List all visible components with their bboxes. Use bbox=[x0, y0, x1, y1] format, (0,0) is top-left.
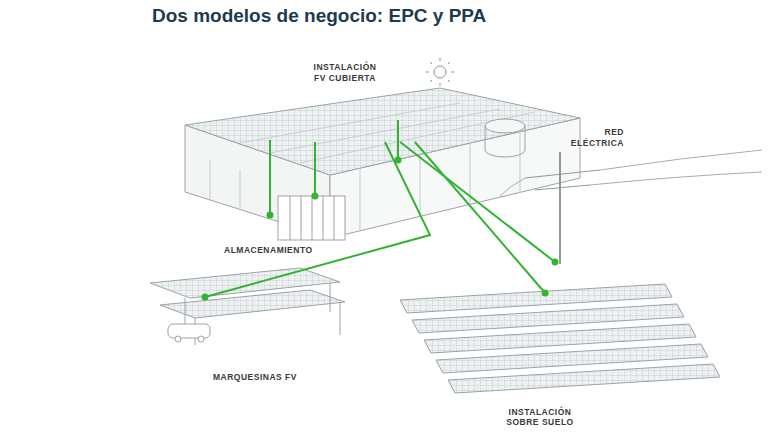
diagram-node: MARQUESINAS FV bbox=[150, 297, 360, 385]
tank-bottom bbox=[485, 150, 525, 157]
car-wheel bbox=[198, 336, 204, 342]
tank-side bbox=[485, 126, 525, 150]
label-text: MARQUESINAS FV bbox=[213, 372, 297, 383]
storage-unit-lines bbox=[290, 196, 334, 240]
internal-wires bbox=[270, 120, 398, 215]
diagram-node: INSTALACIÓN FV CUBIERTA bbox=[160, 60, 530, 142]
green-connector bbox=[415, 142, 549, 297]
sun-icon bbox=[426, 58, 454, 86]
connection-dot bbox=[542, 290, 549, 297]
node-label: MARQUESINAS FV bbox=[213, 372, 297, 383]
sun-rays bbox=[426, 58, 454, 86]
car-wheel bbox=[175, 336, 181, 342]
building bbox=[185, 88, 580, 240]
storage-units bbox=[278, 196, 345, 240]
connection-dot bbox=[267, 212, 274, 219]
power-pole bbox=[500, 150, 762, 264]
node-label: INSTALACIÓN SOBRE SUELO bbox=[502, 407, 578, 428]
green-connector bbox=[202, 142, 430, 301]
pv-row bbox=[448, 364, 720, 393]
label-text: INSTALACIÓN SOBRE SUELO bbox=[502, 407, 578, 428]
power-lines bbox=[500, 150, 762, 196]
green-connector bbox=[311, 142, 318, 200]
roof-panel-rows bbox=[240, 103, 535, 163]
label-text: RED ELÉCTRICA bbox=[562, 127, 624, 148]
wall-details bbox=[210, 131, 520, 230]
wire bbox=[397, 120, 399, 160]
tank-top bbox=[485, 119, 525, 133]
label-text: ALMACENAMIENTO bbox=[224, 245, 313, 256]
diagram-title: Dos modelos de negocio: EPC y PPA bbox=[152, 5, 486, 27]
green-connector bbox=[400, 142, 558, 266]
connector-line bbox=[205, 142, 430, 297]
carports bbox=[150, 268, 345, 345]
diagram-node: INSTALACIÓN SOBRE SUELO bbox=[390, 293, 690, 430]
connector-line bbox=[314, 142, 316, 196]
roof-pv-panels bbox=[185, 88, 580, 175]
connector-line bbox=[400, 142, 555, 262]
node-label: INSTALACIÓN FV CUBIERTA bbox=[307, 62, 383, 83]
node-label: RED ELÉCTRICA bbox=[562, 127, 624, 148]
diagram-node: RED ELÉCTRICA bbox=[555, 125, 627, 265]
sun-disc bbox=[434, 66, 446, 78]
connection-dot bbox=[202, 294, 209, 301]
node-label: ALMACENAMIENTO bbox=[224, 245, 313, 256]
connection-dot bbox=[311, 193, 318, 200]
diagram-node: ALMACENAMIENTO bbox=[222, 196, 352, 258]
carport-roof bbox=[160, 290, 345, 318]
label-text: INSTALACIÓN FV CUBIERTA bbox=[307, 62, 383, 83]
wire bbox=[269, 140, 271, 215]
connection-dot bbox=[552, 259, 559, 266]
connector-line bbox=[415, 142, 545, 293]
ground-pv-field bbox=[400, 284, 720, 393]
pole-mast bbox=[559, 152, 561, 264]
pole-crossarm bbox=[525, 170, 600, 190]
car bbox=[168, 324, 210, 338]
